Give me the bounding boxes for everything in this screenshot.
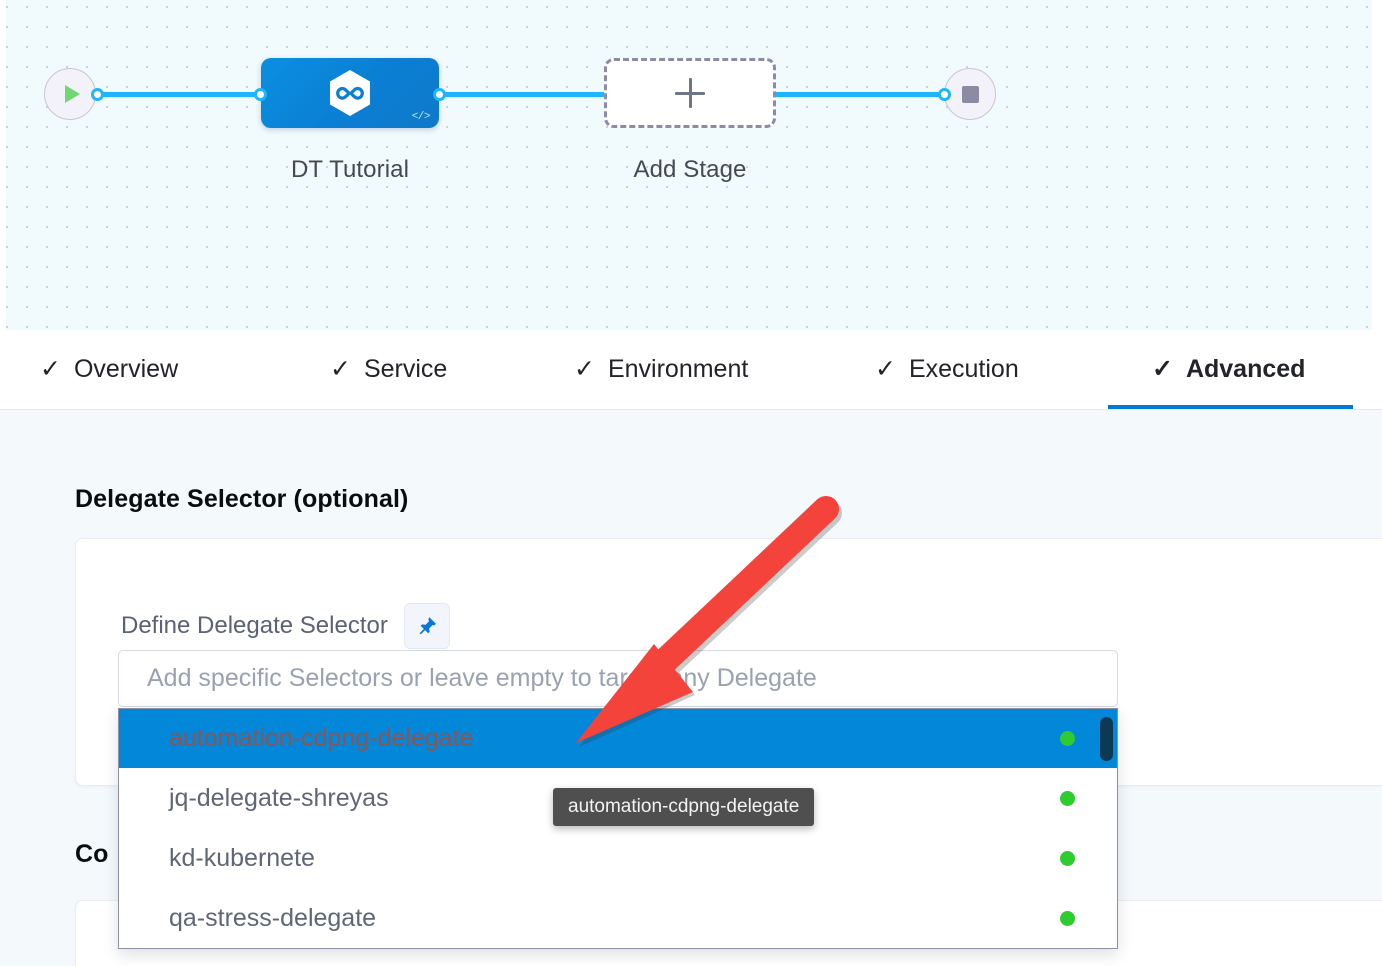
connector-start-to-stage — [90, 92, 270, 97]
harness-cd-hexagon-icon — [328, 69, 372, 117]
check-icon: ✓ — [574, 355, 595, 383]
play-icon — [65, 85, 80, 103]
delegate-option-label: jq-delegate-shreyas — [169, 783, 389, 812]
port-stage-input[interactable] — [254, 88, 267, 101]
stop-icon — [961, 85, 979, 103]
plus-icon-vertical — [688, 78, 692, 108]
dropdown-scrollbar-thumb[interactable] — [1100, 717, 1113, 761]
delegate-option-label: kd-kubernete — [169, 843, 315, 872]
tab-advanced[interactable]: ✓ Advanced — [1107, 330, 1355, 409]
stage-config-tabs: ✓ Overview ✓ Service ✓ Environment ✓ Exe… — [0, 330, 1382, 410]
port-stage-output[interactable] — [433, 88, 446, 101]
tab-label: Service — [363, 355, 448, 383]
tab-environment[interactable]: ✓ Environment — [574, 330, 748, 409]
tab-label: Execution — [908, 355, 1019, 383]
status-dot-connected-icon — [1060, 731, 1075, 746]
tab-service[interactable]: ✓ Service — [330, 330, 447, 409]
pin-icon[interactable] — [403, 603, 450, 649]
delegate-options-list: automation-cdpng-delegate jq-delegate-sh… — [118, 708, 1118, 949]
stage-node-dt-tutorial[interactable]: </> — [261, 58, 439, 128]
delegate-option-jq-delegate-shreyas[interactable]: jq-delegate-shreyas — [119, 768, 1117, 828]
tab-overview[interactable]: ✓ Overview — [40, 330, 178, 409]
stage-label-dt-tutorial: DT Tutorial — [290, 156, 410, 183]
delegate-name-tooltip: automation-cdpng-delegate — [553, 788, 815, 826]
canvas-left-gutter — [0, 0, 6, 330]
delegate-option-qa-stress-delegate[interactable]: qa-stress-delegate — [119, 888, 1117, 948]
port-start-output[interactable] — [91, 88, 104, 101]
tab-label: Advanced — [1185, 355, 1306, 383]
conditional-execution-heading: Co — [75, 840, 109, 868]
tab-label: Environment — [607, 355, 749, 383]
delegate-option-automation-cdpng-delegate[interactable]: automation-cdpng-delegate — [119, 708, 1117, 768]
delegate-selector-heading: Delegate Selector (optional) — [75, 485, 409, 513]
status-dot-connected-icon — [1060, 790, 1075, 806]
add-stage-button[interactable] — [604, 58, 776, 128]
delegate-option-label: qa-stress-delegate — [169, 903, 377, 932]
status-dot-connected-icon — [1060, 910, 1075, 926]
canvas-right-gutter — [1372, 0, 1382, 330]
port-end-input[interactable] — [938, 88, 951, 101]
check-icon: ✓ — [40, 355, 61, 383]
check-icon: ✓ — [875, 355, 896, 383]
tab-execution[interactable]: ✓ Execution — [875, 330, 1019, 409]
pipeline-canvas[interactable]: </> DT Tutorial Add Stage — [0, 0, 1382, 330]
delegate-option-label: automation-cdpng-delegate — [169, 724, 474, 752]
pipeline-end-node[interactable] — [944, 68, 996, 120]
connector-stage-to-add — [432, 92, 617, 97]
define-delegate-selector-label: Define Delegate Selector — [121, 612, 388, 639]
delegate-option-kd-kubernete[interactable]: kd-kubernete — [119, 828, 1117, 888]
add-stage-label: Add Stage — [633, 156, 747, 183]
tab-label: Overview — [73, 355, 179, 383]
code-icon: </> — [411, 111, 431, 123]
define-delegate-selector-row: Define Delegate Selector — [121, 603, 450, 649]
delegate-selector-input[interactable] — [118, 650, 1118, 707]
check-icon: ✓ — [1152, 355, 1173, 383]
status-dot-connected-icon — [1060, 850, 1075, 866]
pipeline-start-node[interactable] — [44, 68, 96, 120]
connector-add-to-end — [770, 92, 955, 97]
check-icon: ✓ — [330, 355, 351, 383]
